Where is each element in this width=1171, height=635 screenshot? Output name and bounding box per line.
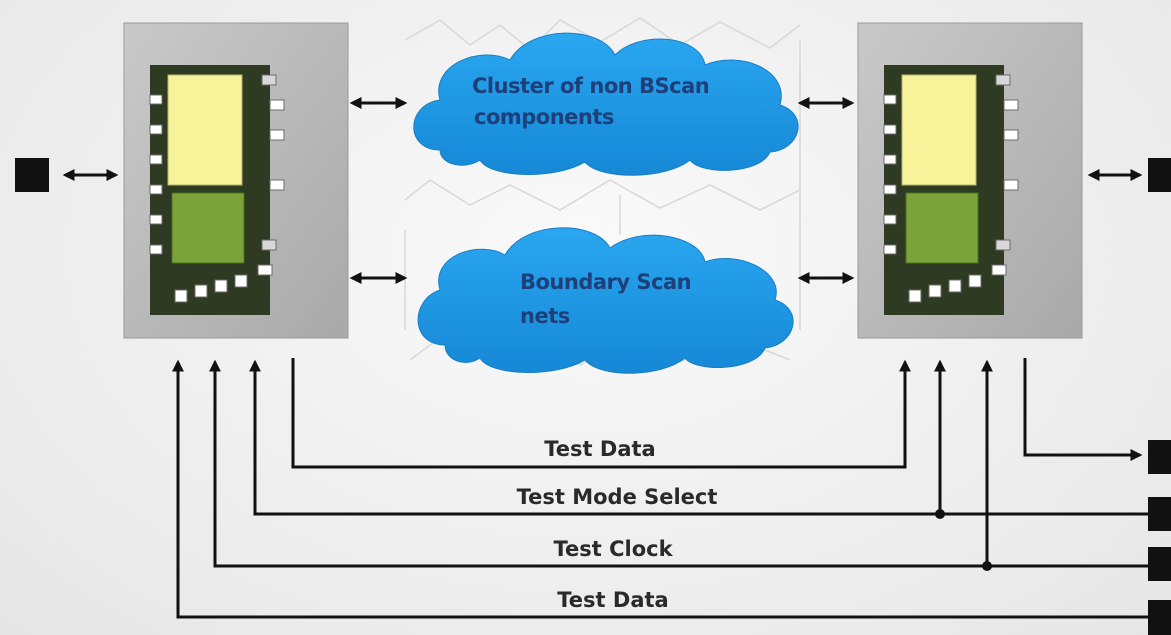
right-chip-pins [883, 74, 1019, 303]
label-test-mode-select: Test Mode Select [517, 485, 718, 509]
tdo-wire [1023, 358, 1143, 461]
nets-cloud-label-line2: nets [520, 304, 570, 328]
tck-wire [209, 359, 1148, 568]
junction-dots [935, 509, 992, 571]
right-bscan-device [857, 22, 1083, 339]
nets-cloud-label-line1: Boundary Scan [520, 270, 691, 294]
nets-cloud-shape [417, 227, 794, 374]
cluster-cloud-label-line2: components [474, 105, 614, 129]
right-edge-connector [1148, 158, 1171, 192]
left-die-upper [167, 74, 243, 186]
tms-port [1148, 497, 1171, 531]
tdi-wire [172, 359, 1148, 619]
test-data-chain-wire [291, 358, 911, 469]
bidirectional-links [62, 97, 1143, 284]
tms-wire [249, 359, 1148, 516]
tck-port [1148, 547, 1171, 581]
cluster-cloud-label-line1: Cluster of non BScan [472, 74, 709, 98]
label-test-data-in: Test Data [557, 588, 668, 612]
left-edge-connector [15, 158, 49, 192]
tdi-port [1148, 600, 1171, 635]
tms-junction [935, 509, 945, 519]
edge-connectors [15, 158, 1171, 635]
right-die-upper [901, 74, 977, 186]
left-die-lower [171, 192, 245, 264]
cluster-cloud-shape [413, 32, 799, 176]
right-die-lower [905, 192, 979, 264]
nets-cloud: Boundary Scan nets [417, 227, 794, 374]
label-test-clock: Test Clock [553, 537, 673, 561]
tdo-port [1148, 440, 1171, 474]
label-test-data-out: Test Data [544, 437, 655, 461]
left-bscan-device [123, 22, 349, 339]
tck-junction [982, 561, 992, 571]
cluster-cloud: Cluster of non BScan components [413, 32, 799, 176]
left-chip-pins [149, 74, 285, 303]
jtag-signal-bus [172, 358, 1148, 619]
